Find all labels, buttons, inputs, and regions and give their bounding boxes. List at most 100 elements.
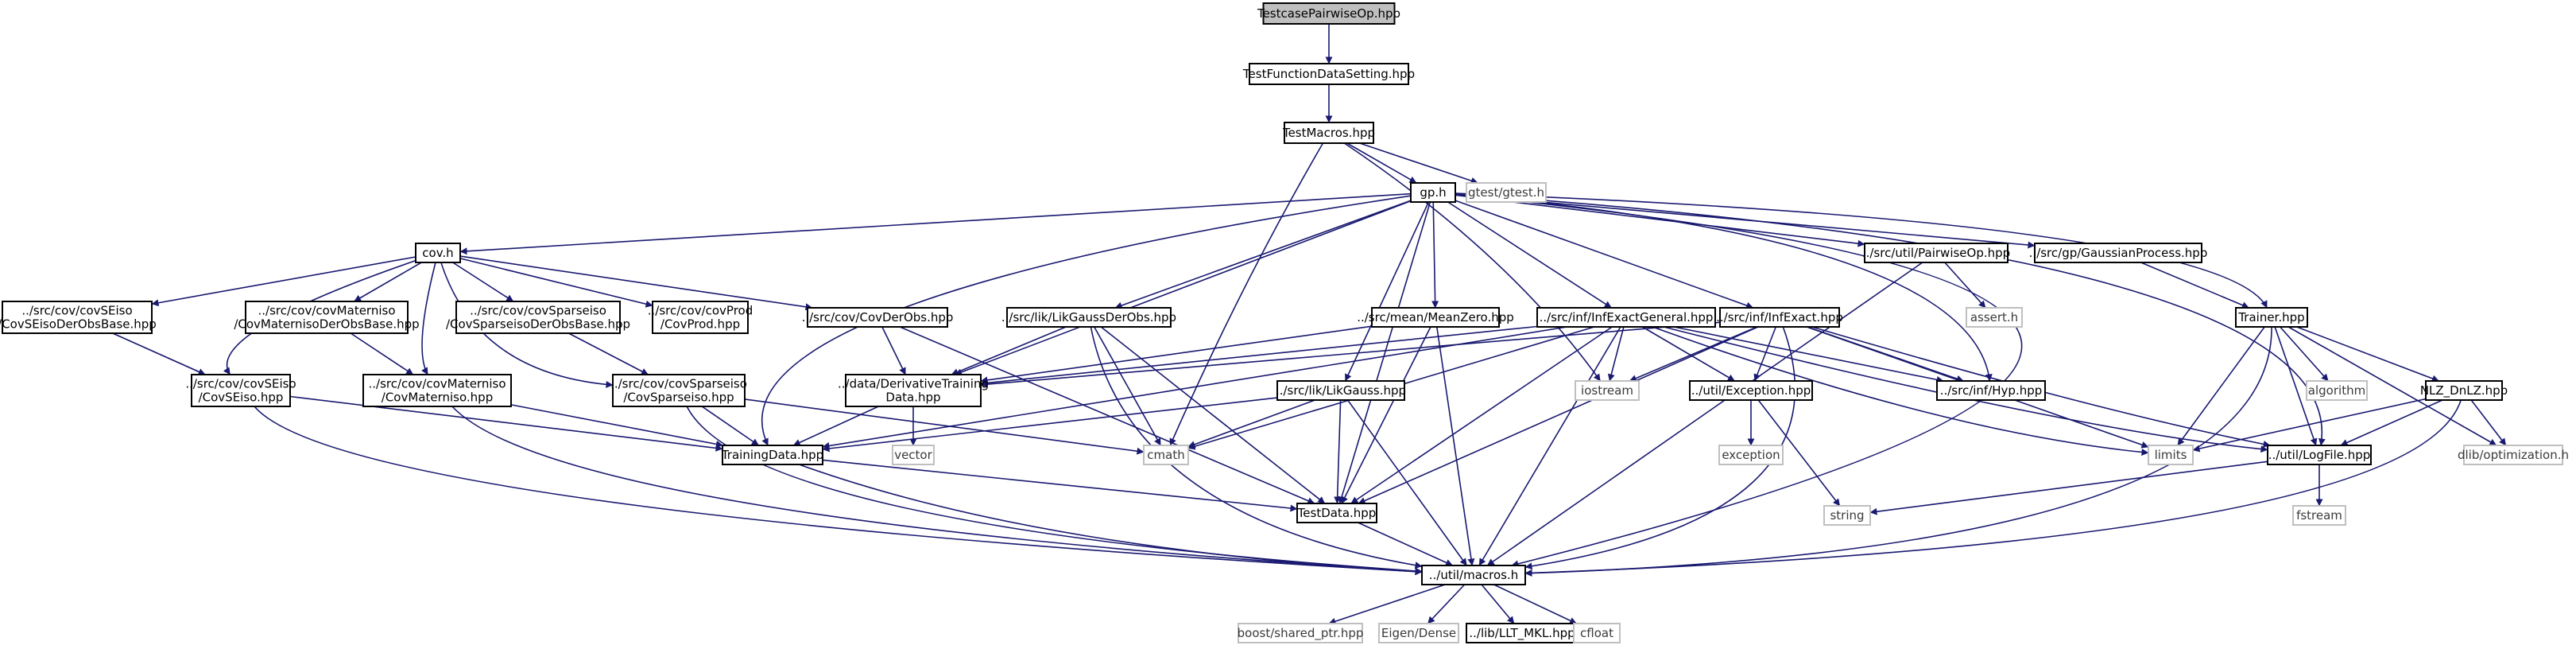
- node-tfds[interactable]: TestFunctionDataSetting.hpp: [1242, 63, 1415, 85]
- node-box: [1823, 505, 1871, 526]
- node-covh[interactable]: cov.h: [415, 243, 461, 263]
- node-cse[interactable]: ../src/cov/covSEiso/CovSEiso.hpp: [185, 374, 296, 407]
- edge-lg-to-mac: [1346, 399, 1468, 566]
- node-trd[interactable]: TrainingData.hpp: [721, 445, 823, 465]
- edge-cse-to-trd: [289, 395, 723, 452]
- node-box: [245, 301, 409, 334]
- node-cprod[interactable]: ../src/cov/covProd/CovProd.hpp: [648, 301, 753, 334]
- node-box: [2306, 380, 2368, 401]
- edge-ieg-to-mac: [1478, 326, 1621, 566]
- node-label: /CovSEiso.hpp: [199, 391, 284, 405]
- node-label: ../src/cov/CovDerObs.hpp: [802, 310, 954, 324]
- node-box: [1006, 307, 1172, 328]
- node-csdb[interactable]: ../src/cov/covSparseiso/CovSparseisoDerO…: [446, 301, 630, 334]
- node-box: [1421, 565, 1526, 585]
- edge-lg-to-tsd: [1334, 399, 1342, 504]
- edge-gph-to-tsd: [1338, 201, 1431, 504]
- node-label: ../src/cov/covSparseiso: [610, 377, 747, 391]
- node-csp[interactable]: ../src/cov/covSparseiso/CovSparseiso.hpp: [610, 374, 747, 407]
- node-box: [2425, 380, 2503, 401]
- node-box: [1378, 623, 1459, 643]
- edge-tsd-to-mac: [1358, 522, 1453, 566]
- node-logf[interactable]: ../util/LogFile.hpp: [2267, 445, 2372, 465]
- node-label: TestFunctionDataSetting.hpp: [1242, 67, 1415, 81]
- edge-covh-to-cmdb: [354, 262, 422, 302]
- node-box: [1466, 182, 1547, 203]
- node-ie[interactable]: ../src/inf/InfExact.hpp: [1716, 307, 1843, 328]
- node-tsd[interactable]: TestData.hpp: [1296, 503, 1377, 523]
- node-label: TestData.hpp: [1297, 506, 1377, 520]
- node-label: assert.h: [1970, 310, 2018, 324]
- node-box: [2267, 445, 2372, 465]
- node-vec: vector: [892, 445, 935, 465]
- node-mz[interactable]: ../src/mean/MeanZero.hpp: [1357, 307, 1514, 328]
- edge-mac-to-mkl: [1481, 584, 1515, 624]
- node-mkl[interactable]: ../lib/LLT_MKL.hpp: [1466, 623, 1579, 643]
- node-lg[interactable]: ../src/lik/LikGauss.hpp: [1276, 380, 1406, 401]
- node-cmat[interactable]: ../src/cov/covMaterniso/CovMaterniso.hpp: [362, 374, 512, 407]
- node-box: [1719, 307, 1840, 328]
- edge-gph-to-mz: [1431, 201, 1439, 309]
- node-label: algorithm: [2308, 383, 2365, 398]
- node-label: ../src/gp/GaussianProcess.hpp: [2029, 246, 2208, 260]
- edge-ieg-to-tsd: [1350, 326, 1613, 504]
- node-excp: exception: [1718, 445, 1784, 465]
- edge-lgdo-to-tsd: [1100, 326, 1326, 504]
- edge-ie-to-logf: [1811, 326, 2271, 448]
- node-pwop[interactable]: ../src/util/PairwiseOp.hpp: [1862, 243, 2010, 263]
- node-box: [455, 301, 621, 334]
- node-label: Trainer.hpp: [2237, 310, 2304, 324]
- node-box: [1371, 307, 1500, 328]
- node-tmac[interactable]: TestMacros.hpp: [1282, 122, 1375, 144]
- node-label: ../util/Exception.hpp: [1691, 383, 1811, 398]
- node-label: /CovProd.hpp: [660, 317, 740, 332]
- edge-exc-to-str: [1757, 399, 1841, 507]
- node-box: [415, 243, 461, 263]
- edge-trainer-to-limits: [2177, 326, 2265, 446]
- node-box: [1966, 307, 2023, 328]
- node-cmdb[interactable]: ../src/cov/covMaterniso/CovMaternisoDerO…: [234, 301, 420, 334]
- node-nlz[interactable]: NLZ_DnLZ.hpp: [2420, 380, 2508, 401]
- node-box: [1296, 503, 1377, 523]
- node-label: ../util/LogFile.hpp: [2268, 448, 2371, 462]
- node-label: /CovMaternisoDerObsBase.hpp: [234, 317, 419, 332]
- node-label: TestcasePairwiseOp.hpp: [1257, 6, 1400, 21]
- node-label: ../src/lik/LikGauss.hpp: [1276, 383, 1406, 398]
- node-lgdo[interactable]: ../src/lik/LikGaussDerObs.hpp: [1001, 307, 1176, 328]
- node-cdo[interactable]: ../src/cov/CovDerObs.hpp: [802, 307, 954, 328]
- edge-mac-to-eigen: [1427, 584, 1466, 624]
- node-exc[interactable]: ../util/Exception.hpp: [1689, 380, 1813, 401]
- node-gph[interactable]: gp.h: [1410, 182, 1456, 203]
- node-eigen: Eigen/Dense: [1378, 623, 1459, 643]
- node-hyp[interactable]: ../src/inf/Hyp.hpp: [1936, 380, 2046, 401]
- edge-nlz-to-limits: [2192, 398, 2427, 453]
- node-mac[interactable]: ../util/macros.h: [1421, 565, 1526, 585]
- node-box: [1689, 380, 1813, 401]
- edge-covh-to-cdo: [459, 255, 813, 311]
- node-box: [2235, 307, 2308, 328]
- node-dlib: dlib/optimization.h: [2458, 445, 2569, 465]
- edge-tmac-to-gph: [1346, 142, 1417, 184]
- edge-covh-to-cprod: [459, 258, 653, 308]
- node-label: ../data/DerivativeTraining: [838, 377, 989, 391]
- node-label: exception: [1722, 448, 1780, 462]
- node-gproc[interactable]: ../src/gp/GaussianProcess.hpp: [2029, 243, 2208, 263]
- node-label: ../src/util/PairwiseOp.hpp: [1862, 246, 2010, 260]
- edge-ie-to-tsd: [1358, 326, 1759, 504]
- node-ieg[interactable]: ../src/inf/InfExactGeneral.hpp: [1536, 307, 1716, 328]
- node-trainer[interactable]: Trainer.hpp: [2235, 307, 2308, 328]
- node-box: [2463, 445, 2563, 465]
- edge-covh-to-cmat: [421, 262, 436, 375]
- node-label: ../util/macros.h: [1429, 568, 1519, 582]
- edge-cse-to-mac: [254, 406, 1423, 576]
- edge-nlz-to-dlib: [2470, 399, 2507, 446]
- node-cseb[interactable]: ../src/cov/covSEiso/CovSEisoDerObsBase.h…: [0, 301, 157, 334]
- edge-ieg-to-limits: [1652, 326, 2149, 456]
- node-root[interactable]: TestcasePairwiseOp.hpp: [1257, 2, 1400, 25]
- edge-ie-to-ios: [1629, 326, 1758, 382]
- edge-tmac-to-cmath: [1169, 142, 1324, 446]
- node-label: Data.hpp: [885, 391, 940, 405]
- node-box: [1143, 445, 1189, 465]
